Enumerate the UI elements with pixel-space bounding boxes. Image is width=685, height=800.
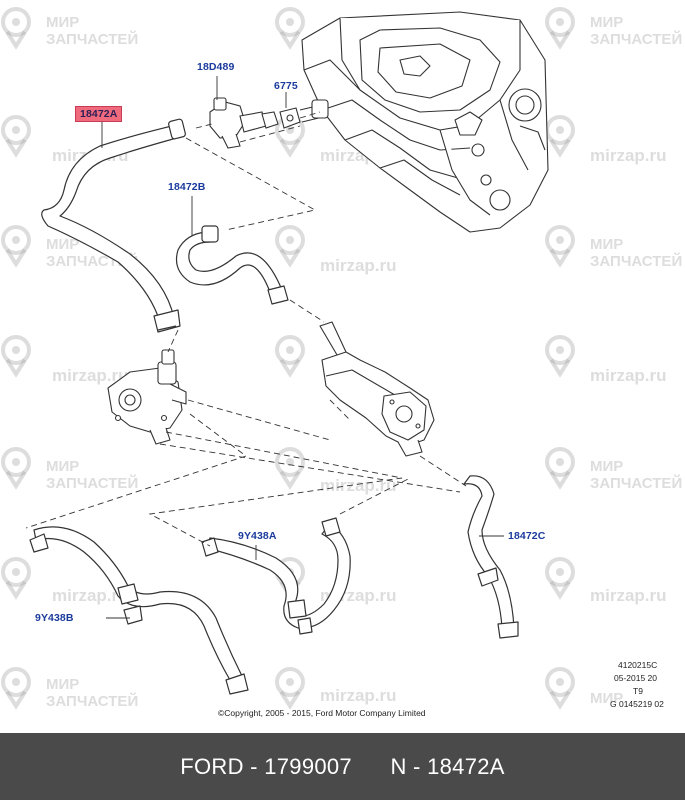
watermark-brand: МИР [590, 690, 624, 707]
thermostat-housing [107, 349, 187, 445]
drawing-ref-line: G 0145219 02 [610, 699, 664, 709]
callout-18472C[interactable]: 18472C [508, 530, 546, 542]
leader-lines [101, 76, 504, 619]
watermark-url: mirzap.ru [52, 366, 129, 385]
callout-9Y438B[interactable]: 9Y438B [35, 612, 74, 624]
diagram-drawing [1, 7, 575, 708]
engine-assembly [301, 11, 549, 233]
drawing-ref-line: 05-2015 20 [614, 673, 658, 683]
part-footer-bar: FORD - 1799007 N - 18472A [0, 733, 685, 800]
hose-18472B [175, 225, 289, 305]
drawing-ref-line: T9 [633, 686, 643, 696]
footer-part-number: 1799007 [264, 753, 352, 779]
footer-reference: N - 18472A [390, 753, 505, 779]
callout-18472A-highlighted[interactable]: 18472A [75, 106, 123, 122]
watermark-url: mirzap.ru [320, 256, 397, 275]
drawing-ref-line: 4120215C [618, 660, 658, 670]
callout-6775[interactable]: 6775 [274, 80, 298, 92]
callout-9Y438A[interactable]: 9Y438A [238, 530, 277, 542]
watermark-url: mirzap.ru [52, 586, 129, 605]
watermark-url: mirzap.ru [590, 586, 667, 605]
assembly-lines [25, 111, 467, 547]
footer-gap [352, 754, 390, 780]
fitting-6775 [279, 107, 301, 129]
hose-18472A [41, 118, 186, 333]
footer-brand: FORD [180, 753, 244, 779]
valve-18D489 [209, 97, 279, 149]
hose-9Y438B [29, 526, 249, 695]
hose-9Y438A [201, 517, 351, 635]
hose-18472C [463, 475, 519, 639]
callout-18D489[interactable]: 18D489 [197, 61, 235, 73]
footer-separator: - [243, 753, 265, 779]
copyright-notice: ©Copyright, 2005 - 2015, Ford Motor Comp… [218, 708, 426, 718]
callout-18472B[interactable]: 18472B [168, 181, 206, 193]
watermark-url: mirzap.ru [590, 366, 667, 385]
watermark-url: mirzap.ru [320, 686, 397, 705]
watermark-url: mirzap.ru [320, 476, 397, 495]
watermark-url: mirzap.ru [590, 146, 667, 165]
upper-connector-pipe [299, 99, 329, 123]
egr-cooler [319, 321, 435, 457]
